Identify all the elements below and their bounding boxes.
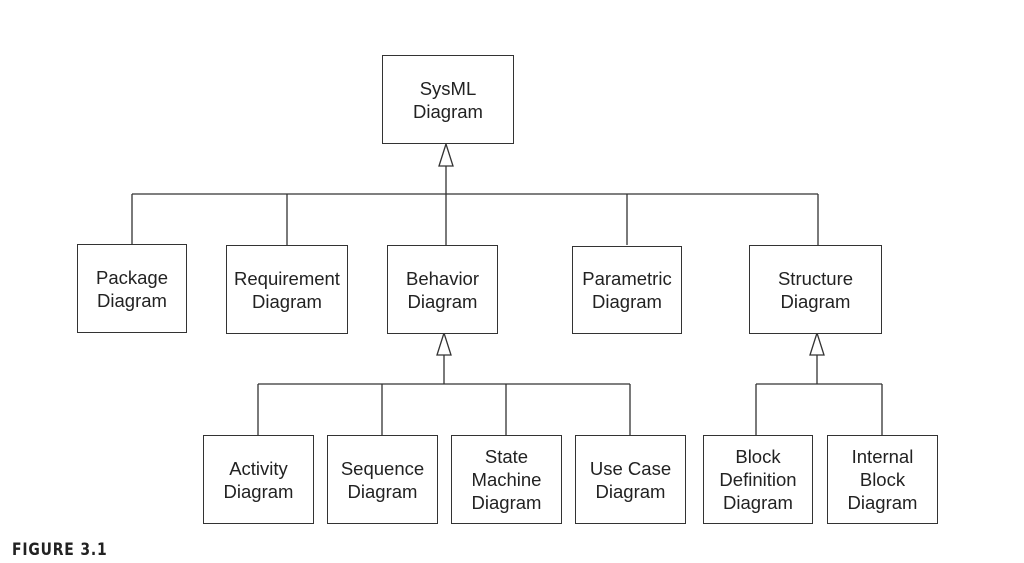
node-label: Internal Block Diagram [847,446,918,513]
node-use-case-diagram: Use Case Diagram [575,435,686,524]
figure-caption: FIGURE 3.1 [12,540,108,560]
node-package-diagram: Package Diagram [77,244,187,333]
node-label: Behavior Diagram [405,267,479,312]
node-label: Package Diagram [96,266,168,311]
node-label: Activity Diagram [223,457,294,502]
node-label: SysML Diagram [413,77,483,122]
node-label: State Machine Diagram [471,446,542,513]
node-label: Parametric Diagram [582,268,672,312]
node-behavior-diagram: Behavior Diagram [387,245,498,334]
node-label: Requirement Diagram [234,267,340,312]
node-parametric-diagram: Parametric Diagram [572,246,682,334]
node-activity-diagram: Activity Diagram [203,435,314,524]
node-sequence-diagram: Sequence Diagram [327,435,438,524]
node-internal-block-diagram: Internal Block Diagram [827,435,938,524]
node-label: Block Definition Diagram [719,446,797,513]
node-block-definition-diagram: Block Definition Diagram [703,435,813,524]
generalization-arrowhead-behavior [436,330,452,356]
node-state-machine-diagram: State Machine Diagram [451,435,562,524]
generalization-arrowhead-structure [809,330,825,356]
node-sysml-diagram: SysML Diagram [382,55,514,144]
generalization-arrowhead-root [438,141,454,167]
node-label: Structure Diagram [777,267,854,312]
node-structure-diagram: Structure Diagram [749,245,882,334]
node-label: Sequence Diagram [340,457,425,502]
node-requirement-diagram: Requirement Diagram [226,245,348,334]
node-label: Use Case Diagram [589,457,672,502]
